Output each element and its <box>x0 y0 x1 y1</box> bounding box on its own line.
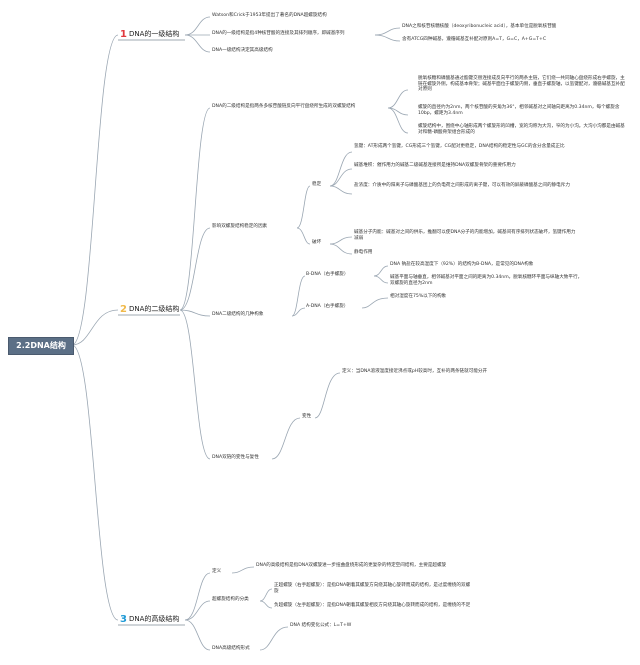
s1-item: DNA一级结构决定其高级结构 <box>212 48 273 53</box>
branch-number: 2 <box>120 304 127 315</box>
s2-bdna-item: 碱基平面与轴垂直，相邻碱基对平面之间的距离为0.34nm，脱氧核糖环平面与纵轴大… <box>390 275 583 286</box>
s3-formula: DNA 结构变化公式：L=T+W <box>290 623 352 628</box>
s1-seq-detail: 含有ATCG四种碱基，遵循碱基互补配对原则A=T，G=C，A+G=T+C <box>402 37 547 42</box>
s1-item: Watson和Crick于1953年提出了著名的DNA超螺旋结构 <box>212 13 327 18</box>
s2-definition: DNA的二级结构是指两条多核苷酸链反向平行盘绕所生成的双螺旋结构 <box>212 104 356 109</box>
s2-denature-title: DNA双链的变性与复性 <box>212 455 259 460</box>
s2-forms-title: DNA二级结构的几种构象 <box>212 312 264 317</box>
s1-item: DNA的一级结构是指4种核苷酸的连接及其排列顺序，即碱基序列 <box>212 31 345 36</box>
s2-destroy-label: 破坏 <box>312 240 322 245</box>
s2-bdna-item: DNA 钠盐在较高湿度下（92%）的结构为B-DNA，是常见的DNA构象 <box>390 262 534 267</box>
s2-stable-item: 氢键：AT形成两个氢键，CG形成三个氢键，CG配对更稳定，DNA结构的稳定性与G… <box>354 144 565 149</box>
branch-number: 1 <box>120 29 127 40</box>
s2-destroy-item: 碱基分子内能：碱基对之间的供乐，推翻可以使DNA分子的内能增加，碱基间有序排列状… <box>354 230 576 241</box>
s2-adna-item: 相对湿度在75%以下的构象 <box>390 294 447 299</box>
s2-adna-label: A-DNA（右手螺旋） <box>306 304 349 309</box>
s2-stable-label: 稳定 <box>312 182 322 187</box>
s2-bdna-label: B-DNA（右手螺旋） <box>306 272 349 277</box>
branch-title: DNA的高级结构 <box>128 615 180 623</box>
s2-destroy-item: 静电作用 <box>354 250 373 255</box>
s3-class-item: 正超螺旋（右手超螺旋）：是指DNA朝着其螺旋方向绕其轴心旋转而成的结构，是过度缠… <box>274 583 471 594</box>
branch-title: DNA的一级结构 <box>128 30 180 38</box>
s2-stable-item: 盐浓度：介质中的阳离子与磷酸基团上的负电荷之间形成的离子键，可以有效的屏蔽磷酸基… <box>354 183 570 188</box>
branch-number: 3 <box>120 614 127 625</box>
s2-denature-def: 定义：当DNA溶液温度接近沸点或pH较高时，互补的两条链就可能分开 <box>342 369 488 374</box>
root-node[interactable]: 2.2DNA结构 <box>8 337 74 355</box>
s1-seq-detail: DNA之和核苷核糖核酸（deoxyribonucleic acid），基本单位是… <box>402 24 557 29</box>
s2-factors-title: 影响双螺旋结构稳定的因素 <box>212 224 268 229</box>
branch-title: DNA的二级结构 <box>128 305 180 313</box>
s2-denature-label: 变性 <box>302 414 312 419</box>
s3-forms-label: DNA高级结构形式 <box>212 646 250 651</box>
s2-def-detail: 脱氧核糖和磷酸基通过酯键交替连接成反向平行的两条主链，它们绕一共同轴心盘绕形成右… <box>418 76 625 93</box>
s2-stable-item: 碱基堆积：催作用力的碱基二级碱基连接所是维持DNA双螺旋骨架的重要作用力 <box>354 163 516 168</box>
s3-class-item: 负超螺旋（左手超螺旋）：是指DNA朝着其螺旋相反方向绕其轴心旋转而成的结构，是缠… <box>274 603 471 608</box>
s2-def-detail: 螺旋结构中，围绕中心轴形成两个螺旋形的凹槽，宽的沟称为大沟，窄的为小沟。大沟小沟… <box>418 124 625 135</box>
s2-def-detail: 螺旋的直径约为2nm，两个核苷酸的夹角为36°，相邻碱基对之间轴向距离为0.34… <box>418 105 620 116</box>
s3-def-label: 定义 <box>212 569 222 574</box>
s3-class-label: 超螺旋结构的分类 <box>212 597 249 602</box>
s3-def-text: DNA的高级结构是指DNA双螺旋进一步扭曲盘绕形成的更复杂的特定空间结构，主要是… <box>256 563 447 568</box>
